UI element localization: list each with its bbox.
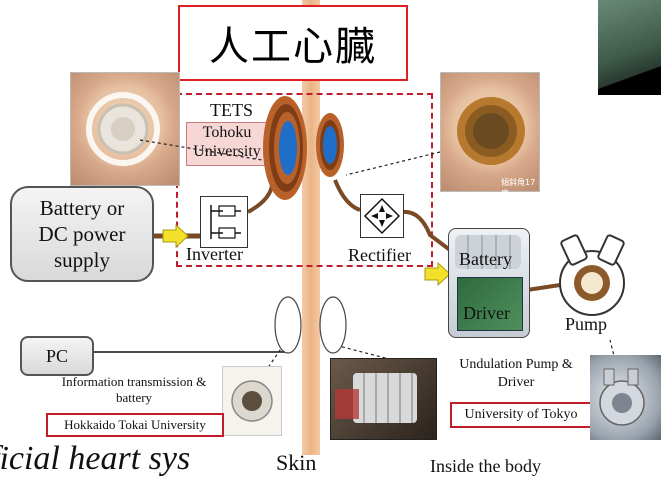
inverter-label: Inverter [186, 244, 243, 264]
pump-icon [560, 234, 625, 315]
hokkaido-label: Hokkaido Tokai University [46, 413, 224, 437]
rectifier-icon [360, 194, 404, 238]
skin-label: Skin [276, 450, 316, 476]
slide-title-italic: ficial heart sys [0, 440, 190, 478]
wire-coil-rectifier [335, 180, 360, 210]
info-transmission-text: Information transmission & battery [44, 374, 224, 406]
battery-line1: Battery or [39, 195, 126, 221]
undulation-line1: Undulation Pump & [446, 356, 586, 374]
yellow-arrow-1 [163, 225, 188, 247]
battery-supply-box: Battery or DC power supply [10, 186, 154, 282]
battery-driver-block: Battery Driver [448, 228, 530, 338]
yellow-arrow-2 [425, 263, 450, 285]
driver-label: Driver [463, 303, 510, 324]
external-coil-icon [263, 96, 307, 200]
rectifier-label: Rectifier [348, 245, 411, 265]
battery-line2: DC power [39, 221, 126, 247]
pc-box: PC [20, 336, 94, 376]
undulation-line2: Driver [446, 374, 586, 392]
undulation-text: Undulation Pump & Driver [446, 356, 586, 392]
tokyo-label: University of Tokyo [450, 402, 592, 428]
pump-photo [590, 355, 661, 440]
inside-body-photo [330, 358, 437, 440]
inside-body-label: Inside the body [430, 456, 541, 477]
wire-inverter-coil [248, 185, 272, 212]
info-line1: Information transmission & [44, 374, 224, 390]
inverter-icon [200, 196, 248, 248]
external-antenna-icon [275, 297, 301, 353]
transmitter-photo [222, 366, 282, 436]
internal-coil-icon [316, 113, 344, 177]
battery-label: Battery [459, 249, 512, 270]
battery-line3: supply [39, 247, 126, 273]
wire-battery-pump [527, 285, 560, 290]
info-line2: battery [44, 390, 224, 406]
internal-antenna-icon [320, 297, 346, 353]
pump-label: Pump [565, 314, 607, 334]
